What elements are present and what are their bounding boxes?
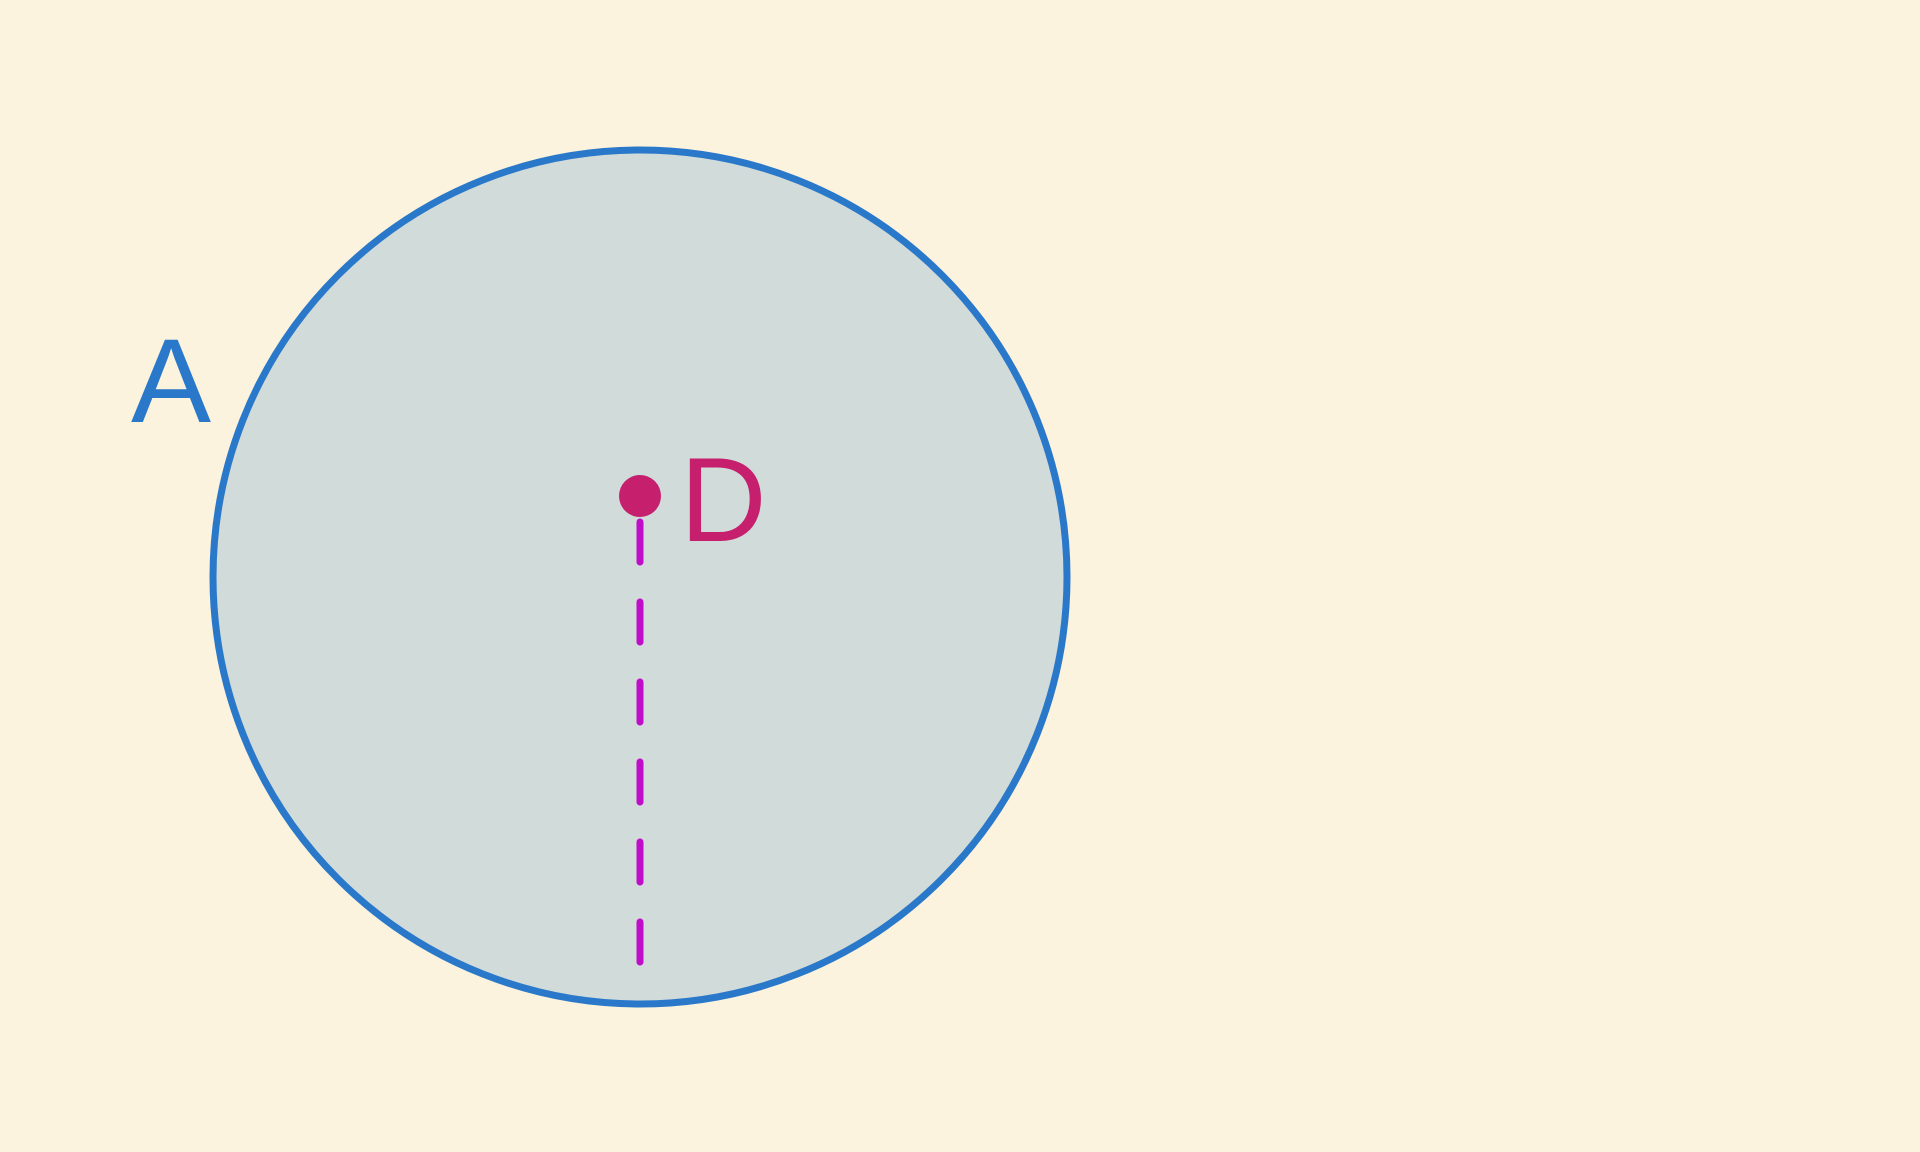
point-label-d: D (680, 433, 767, 567)
circle-label-a: A (131, 314, 211, 448)
circle-a (209, 146, 1071, 1008)
point-d (619, 475, 661, 517)
